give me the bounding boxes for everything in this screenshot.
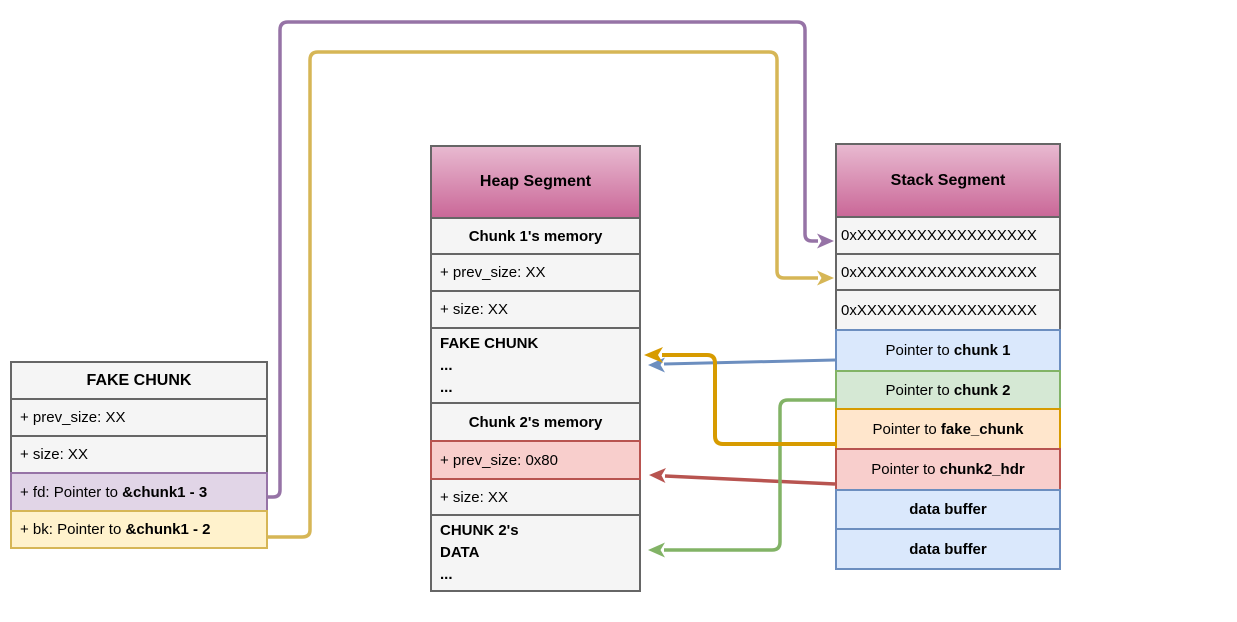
- fd-target: &chunk1 - 3: [122, 483, 208, 501]
- ptr-target: chunk2_hdr: [939, 461, 1025, 478]
- chunk2-data-line: CHUNK 2's: [440, 522, 519, 539]
- ptr-target: chunk 1: [953, 342, 1011, 359]
- stack-row-address-1: 0xXXXXXXXXXXXXXXXXXX: [835, 216, 1061, 255]
- fake-chunk-title: FAKE CHUNK: [10, 361, 268, 400]
- fake-chunk-row-bk: + bk: Pointer to &chunk1 - 2: [10, 510, 268, 549]
- heap-segment-table: Heap Segment Chunk 1's memory + prev_siz…: [430, 145, 641, 592]
- bk-target: &chunk1 - 2: [125, 521, 211, 538]
- heap-row-size: + size: XX: [430, 290, 641, 329]
- arrow-chunk1-ptr-to-fake-chunk: [648, 357, 836, 373]
- ptr-label: Pointer to: [871, 461, 940, 478]
- stack-row-address-2: 0xXXXXXXXXXXXXXXXXXX: [835, 253, 1061, 291]
- ellipsis-line: ...: [440, 566, 453, 583]
- fd-label: + fd: Pointer to: [20, 483, 123, 501]
- ptr-label: Pointer to: [872, 420, 941, 438]
- ptr-label: Pointer to: [885, 342, 954, 359]
- stack-row-ptr-chunk1: Pointer to chunk 1: [835, 329, 1061, 372]
- stack-row-ptr-chunk2-hdr: Pointer to chunk2_hdr: [835, 448, 1061, 491]
- fake-chunk-row-size: + size: XX: [10, 435, 268, 474]
- stack-row-address-3: 0xXXXXXXXXXXXXXXXXXX: [835, 289, 1061, 331]
- ptr-target: chunk 2: [953, 381, 1011, 399]
- ellipsis-line: ...: [440, 378, 453, 396]
- fake-chunk-row-prev-size: + prev_size: XX: [10, 398, 268, 437]
- heap-row-size2: + size: XX: [430, 478, 641, 516]
- fake-chunk-table: FAKE CHUNK + prev_size: XX + size: XX + …: [10, 361, 268, 549]
- stack-row-ptr-chunk2: Pointer to chunk 2: [835, 370, 1061, 410]
- ellipsis-line: ...: [440, 356, 453, 374]
- arrow-chunk2hdr-ptr-to-prev-size: [649, 468, 836, 486]
- arrow-fakechunk-ptr-to-fake-chunk: [644, 347, 835, 446]
- heap-row-chunk2-memory: Chunk 2's memory: [430, 402, 641, 442]
- heap-row-prev-size-0x80: + prev_size: 0x80: [430, 440, 641, 480]
- heap-row-prev-size: + prev_size: XX: [430, 253, 641, 292]
- arrow-chunk2-ptr-to-chunk2-data: [648, 398, 835, 558]
- heap-row-chunk2-data: CHUNK 2's DATA ...: [430, 514, 641, 592]
- fake-chunk-line: FAKE CHUNK: [440, 334, 539, 352]
- stack-segment-table: Stack Segment 0xXXXXXXXXXXXXXXXXXX 0xXXX…: [835, 143, 1061, 570]
- ptr-label: Pointer to: [885, 381, 954, 399]
- stack-segment-title: Stack Segment: [835, 143, 1061, 218]
- bk-label: + bk: Pointer to: [20, 521, 126, 538]
- heap-segment-title: Heap Segment: [430, 145, 641, 219]
- chunk2-data-line: DATA: [440, 544, 480, 561]
- ptr-target: fake_chunk: [940, 420, 1024, 438]
- stack-row-ptr-fake-chunk: Pointer to fake_chunk: [835, 408, 1061, 450]
- heap-row-chunk1-memory: Chunk 1's memory: [430, 217, 641, 255]
- heap-row-fake-chunk: FAKE CHUNK ... ...: [430, 327, 641, 404]
- stack-row-data-buffer-2: data buffer: [835, 528, 1061, 570]
- fake-chunk-row-fd: + fd: Pointer to &chunk1 - 3: [10, 472, 268, 512]
- stack-row-data-buffer-1: data buffer: [835, 489, 1061, 530]
